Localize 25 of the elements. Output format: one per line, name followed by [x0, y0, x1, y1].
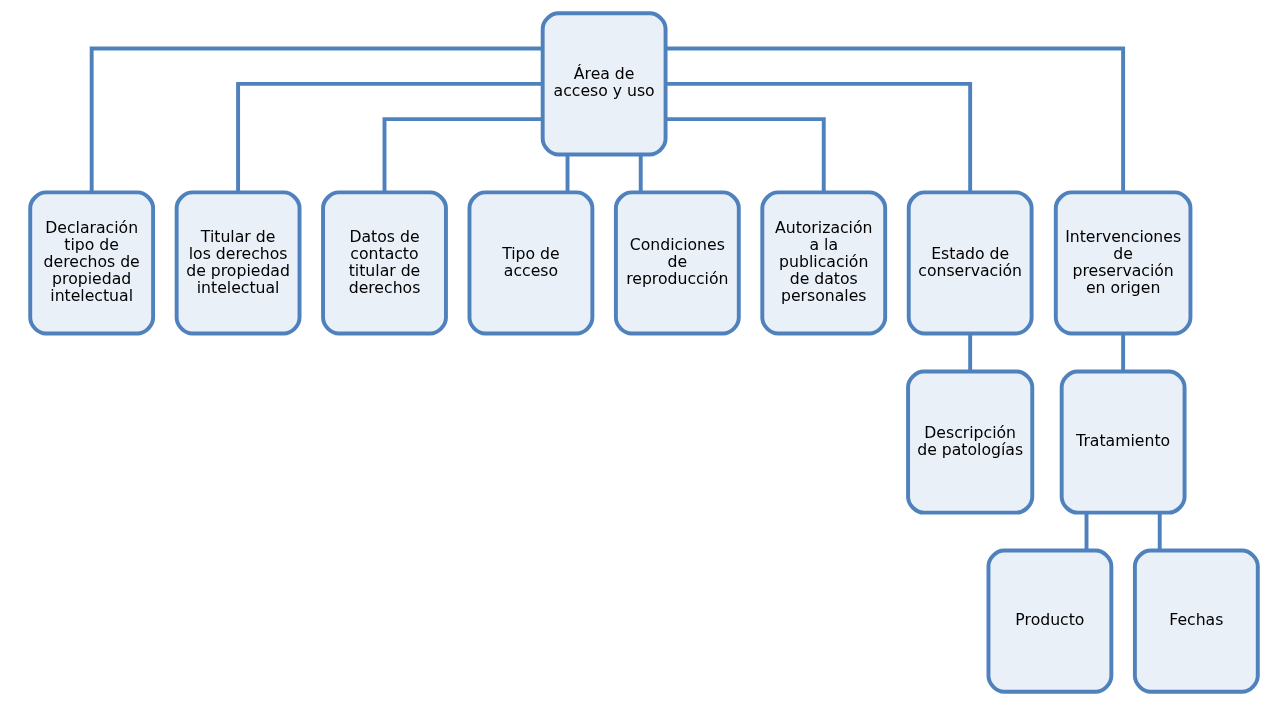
- connector: [1084, 512, 1089, 551]
- connector: [236, 81, 543, 193]
- connector: [1157, 512, 1162, 551]
- node-box: Estado de conservación: [906, 190, 1034, 336]
- connector: [382, 117, 543, 193]
- connector: [968, 333, 973, 372]
- connector: [565, 154, 570, 193]
- connector: [1121, 333, 1126, 372]
- node-box: Descripción de patologías: [906, 369, 1035, 515]
- connector: [89, 46, 543, 193]
- connector: [665, 117, 826, 193]
- node-box: Condiciones de reproducción: [613, 190, 741, 336]
- node-box: Autorización a la publicación de datos personales: [760, 190, 888, 336]
- node-box: Intervenciones de preservación en origen: [1053, 190, 1193, 336]
- node-box: Área de acceso y uso: [540, 11, 668, 157]
- connector: [638, 154, 643, 193]
- connector: [665, 81, 973, 193]
- node-box: Tratamiento: [1059, 369, 1187, 515]
- node-box: Titular de los derechos de propiedad intelectual: [174, 190, 302, 336]
- node-box: Fechas: [1132, 548, 1260, 694]
- node-box: Tipo de acceso: [467, 190, 595, 336]
- connector: [665, 46, 1126, 193]
- node-box: Producto: [986, 548, 1114, 694]
- node-box: Datos de contacto titular de derechos: [321, 190, 448, 336]
- node-box: Declaración tipo de derechos de propiedad intelectual: [28, 190, 156, 336]
